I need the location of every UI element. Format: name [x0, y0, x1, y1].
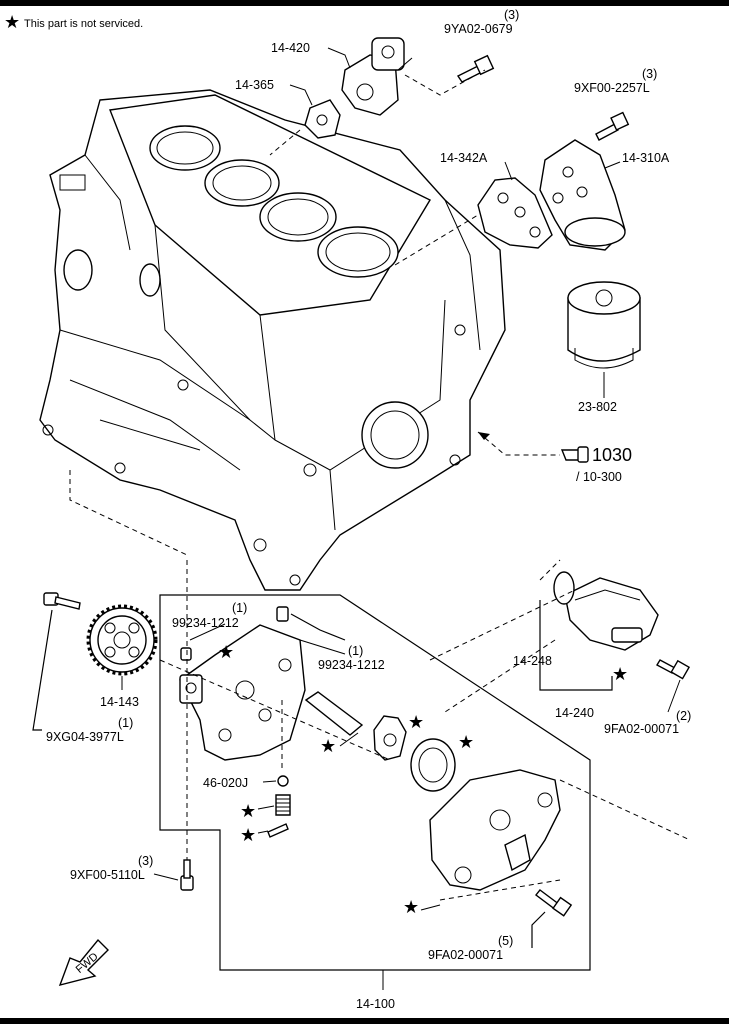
svg-text:(3): (3)	[504, 8, 519, 22]
label-9YA02-0679[interactable]: (3) 9YA02-0679	[444, 8, 519, 36]
svg-text:(1): (1)	[348, 644, 363, 658]
star-icon: ★	[408, 712, 424, 732]
relief-valve-plug[interactable]	[277, 775, 289, 787]
oil-filter-body[interactable]	[539, 139, 626, 251]
svg-text:9XF00-2257L: 9XF00-2257L	[574, 81, 650, 95]
label-1030[interactable]: 1030	[592, 445, 632, 465]
oil-pump-housing[interactable]	[179, 624, 306, 761]
star-icon: ★	[403, 897, 419, 917]
star-icon: ★	[240, 825, 256, 845]
label-14-342A[interactable]: 14-342A	[440, 151, 488, 165]
svg-text:9FA02-00071: 9FA02-00071	[604, 722, 679, 736]
label-14-365[interactable]: 14-365	[235, 78, 274, 92]
svg-text:(3): (3)	[642, 67, 657, 81]
svg-text:9XG04-3977L: 9XG04-3977L	[46, 730, 124, 744]
oil-filter-gasket[interactable]	[477, 177, 553, 249]
cover-bolt[interactable]	[656, 659, 691, 680]
pump-mount-bolt[interactable]	[180, 859, 194, 891]
svg-text:99234-1212: 99234-1212	[172, 616, 239, 630]
svg-text:99234-1212: 99234-1212	[318, 658, 385, 672]
svg-text:(2): (2)	[676, 709, 691, 723]
label-46-020J[interactable]: 46-020J	[203, 776, 248, 790]
svg-text:9YA02-0679: 9YA02-0679	[444, 22, 513, 36]
ocv-bolt[interactable]	[456, 54, 495, 83]
svg-text:(1): (1)	[232, 601, 247, 615]
oil-pump-sprocket[interactable]	[86, 604, 158, 676]
relief-pin[interactable]	[267, 823, 289, 838]
oil-filter[interactable]	[567, 281, 641, 398]
pump-cover-bolt[interactable]	[535, 889, 573, 917]
svg-text:9FA02-00071: 9FA02-00071	[428, 948, 503, 962]
relief-spring[interactable]	[275, 794, 291, 816]
label-14-143[interactable]: 14-143	[100, 695, 139, 709]
svg-text:9XF00-5110L: 9XF00-5110L	[70, 868, 145, 882]
legend-star-icon: ★	[4, 12, 20, 32]
svg-text:(1): (1)	[118, 716, 133, 730]
label-10-300[interactable]: / 10-300	[576, 470, 622, 484]
pointing-hand-icon[interactable]	[560, 446, 589, 463]
label-9XG04-3977L[interactable]: (1) 9XG04-3977L	[46, 716, 133, 744]
label-9FA02-00071-b[interactable]: (5) 9FA02-00071	[428, 934, 513, 962]
label-14-248[interactable]: 14-248	[513, 654, 552, 668]
legend-text: This part is not serviced.	[24, 18, 143, 30]
outer-rotor[interactable]	[410, 738, 456, 792]
bottom-border	[0, 1018, 729, 1024]
cover-gasket[interactable]	[553, 571, 575, 605]
label-14-310A[interactable]: 14-310A	[622, 151, 670, 165]
label-14-420[interactable]: 14-420	[271, 41, 310, 55]
label-14-100[interactable]: 14-100	[356, 997, 395, 1011]
oil-control-valve[interactable]	[341, 37, 413, 116]
filter-body-bolt[interactable]	[595, 111, 630, 141]
top-border	[0, 0, 729, 6]
label-23-802[interactable]: 23-802	[578, 400, 617, 414]
label-99234-1212-a[interactable]: (1) 99234-1212	[172, 601, 247, 630]
cylinder-block[interactable]	[39, 89, 506, 591]
label-9FA02-00071-a[interactable]: (2) 9FA02-00071	[604, 709, 691, 736]
label-9XF00-5110L[interactable]: (3) 9XF00-5110L	[70, 854, 153, 882]
dowel-pin-1[interactable]	[180, 647, 192, 661]
svg-text:(5): (5)	[498, 934, 513, 948]
fwd-arrow-icon: FWD	[58, 938, 109, 987]
sprocket-bolt[interactable]	[43, 592, 81, 610]
label-9XF00-2257L[interactable]: (3) 9XF00-2257L	[574, 67, 657, 95]
svg-text:(3): (3)	[138, 854, 153, 868]
oil-pump-cover[interactable]	[429, 769, 561, 891]
star-icon: ★	[218, 642, 234, 662]
ocv-gasket[interactable]	[304, 99, 341, 139]
label-99234-1212-b[interactable]: (1) 99234-1212	[318, 644, 385, 672]
star-icon: ★	[320, 736, 336, 756]
dowel-pin-2[interactable]	[276, 606, 289, 622]
relief-plunger[interactable]	[304, 691, 364, 736]
star-icon: ★	[240, 801, 256, 821]
label-14-240[interactable]: 14-240	[555, 706, 594, 720]
inner-rotor[interactable]	[373, 715, 407, 761]
star-icon: ★	[612, 664, 628, 684]
star-icon: ★	[458, 732, 474, 752]
front-cover[interactable]	[564, 577, 659, 651]
